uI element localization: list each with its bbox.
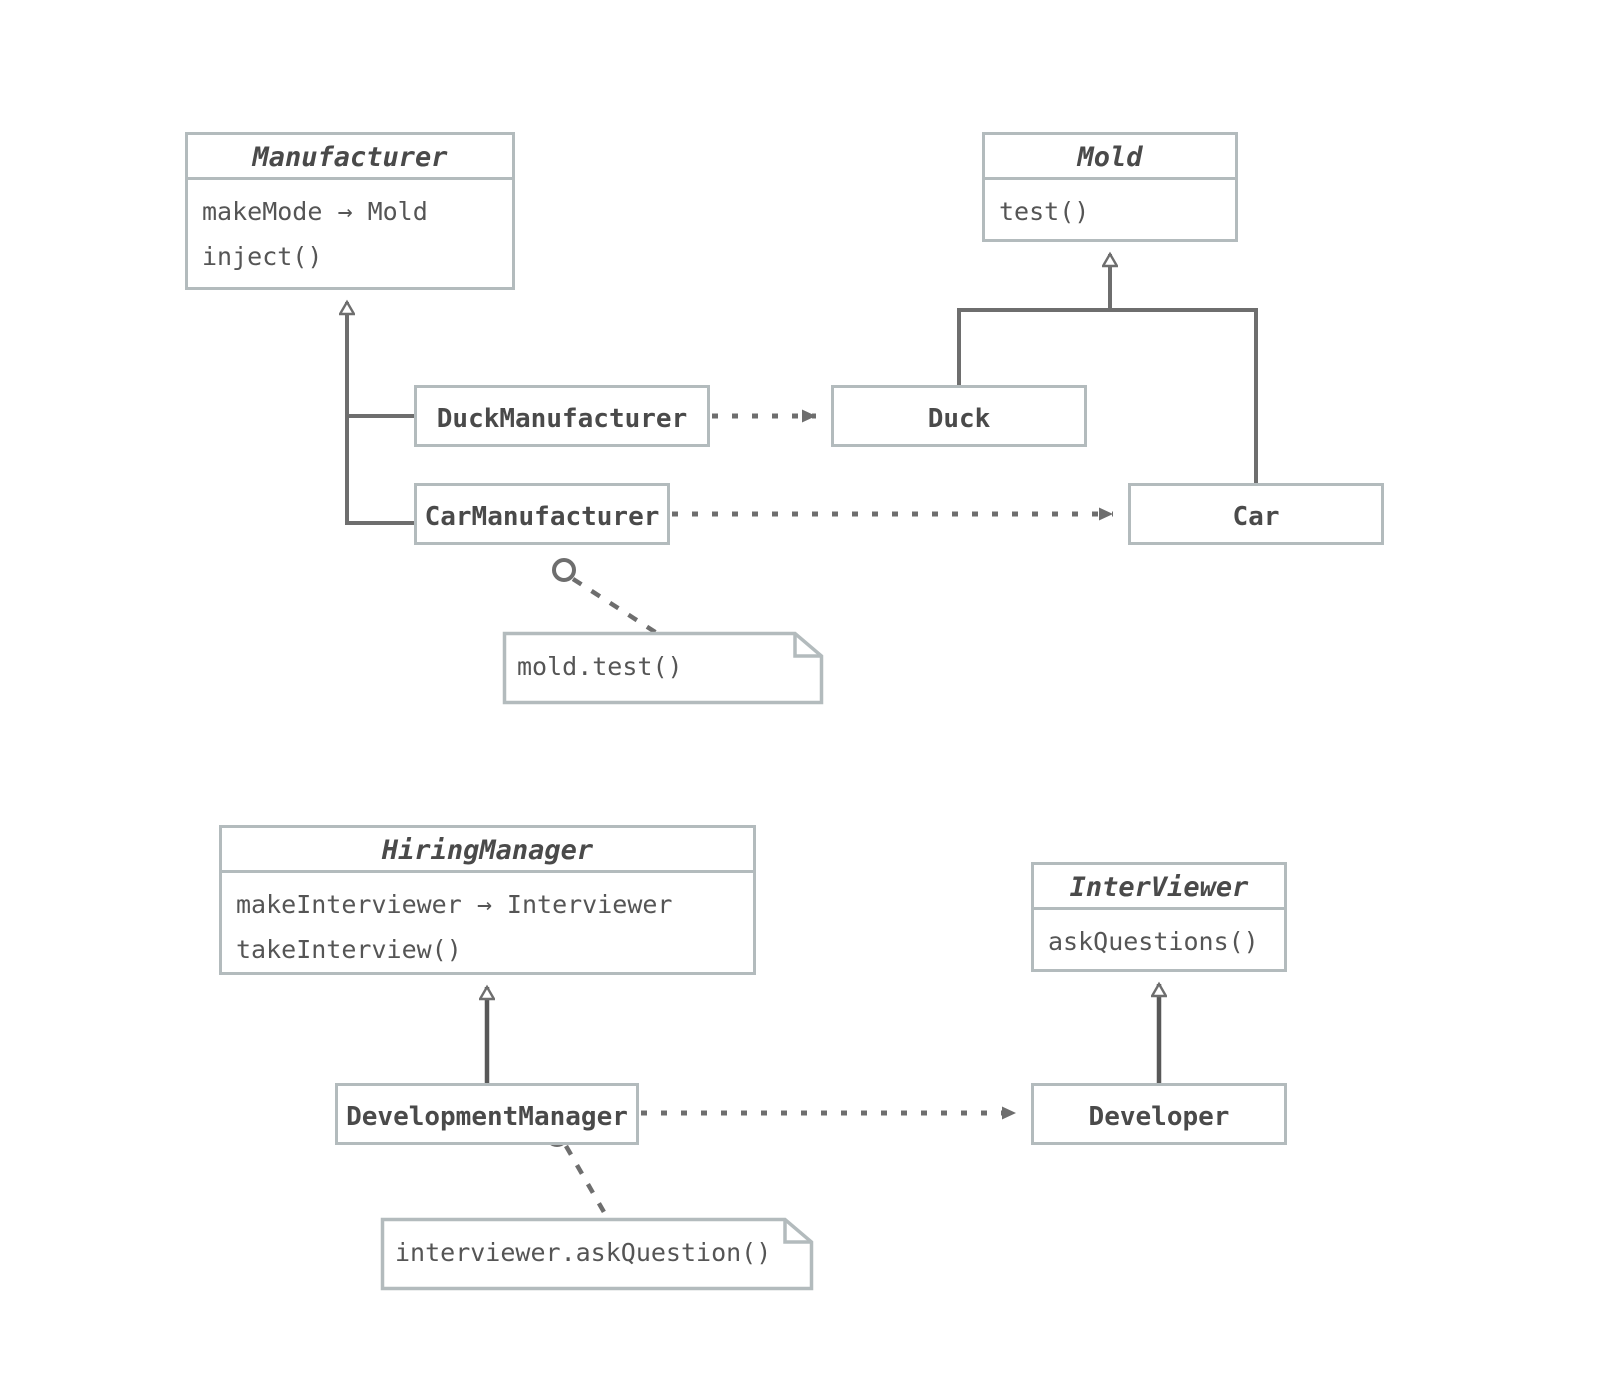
class-members-mold: test(): [985, 180, 1235, 247]
class-box-mold[interactable]: Mold test(): [982, 132, 1238, 242]
edge-note-mold-test-link: [552, 558, 668, 641]
member-test: test(): [999, 197, 1090, 226]
note-text-mold-test: mold.test(): [517, 652, 683, 681]
note-text-interviewer-ask: interviewer.askQuestion(): [395, 1238, 772, 1267]
class-box-development-manager[interactable]: DevelopmentManager: [335, 1083, 639, 1145]
class-members-hiring-manager: makeInterviewer → Interviewer takeInterv…: [222, 873, 753, 984]
class-title-hiring-manager: HiringManager: [222, 828, 753, 873]
class-box-hiring-manager[interactable]: HiringManager makeInterviewer → Intervie…: [219, 825, 756, 975]
class-title-car-manufacturer: CarManufacturer: [424, 502, 660, 532]
class-title-manufacturer: Manufacturer: [188, 135, 512, 180]
member-takeinterview: takeInterview(): [236, 934, 462, 964]
note-shape-mold-test: [502, 631, 824, 705]
class-box-developer[interactable]: Developer: [1031, 1083, 1287, 1145]
class-title-car: Car: [1232, 502, 1280, 532]
edge-duck-extends-mold: [957, 254, 1110, 385]
member-makemode: makeMode → Mold: [202, 197, 428, 226]
note-shape-interviewer-ask: [380, 1217, 814, 1291]
note-mold-test[interactable]: mold.test(): [502, 631, 824, 705]
edge-car-extends-mold: [1110, 308, 1258, 483]
class-box-car-manufacturer[interactable]: CarManufacturer: [414, 483, 670, 545]
edge-carmanufacturer-extends-manufacturer: [345, 416, 414, 525]
class-title-developer: Developer: [1088, 1102, 1230, 1132]
class-members-interviewer: askQuestions(): [1034, 910, 1284, 977]
member-askquestions: askQuestions(): [1048, 927, 1259, 956]
member-inject: inject(): [202, 241, 323, 271]
class-box-manufacturer[interactable]: Manufacturer makeMode → Mold inject(): [185, 132, 515, 290]
class-box-duck[interactable]: Duck: [831, 385, 1087, 447]
class-title-duck-manufacturer: DuckManufacturer: [436, 404, 688, 434]
note-interviewer-ask[interactable]: interviewer.askQuestion(): [380, 1217, 814, 1291]
edge-duckmanufacturer-extends-manufacturer: [347, 302, 414, 418]
class-box-duck-manufacturer[interactable]: DuckManufacturer: [414, 385, 710, 447]
class-box-car[interactable]: Car: [1128, 483, 1384, 545]
class-box-interviewer[interactable]: InterViewer askQuestions(): [1031, 862, 1287, 972]
class-title-duck: Duck: [927, 404, 991, 434]
class-members-manufacturer: makeMode → Mold inject(): [188, 180, 512, 291]
class-title-development-manager: DevelopmentManager: [346, 1102, 628, 1132]
class-title-mold: Mold: [985, 135, 1235, 180]
class-title-interviewer: InterViewer: [1034, 865, 1284, 910]
member-makeinterviewer: makeInterviewer → Interviewer: [236, 890, 673, 919]
